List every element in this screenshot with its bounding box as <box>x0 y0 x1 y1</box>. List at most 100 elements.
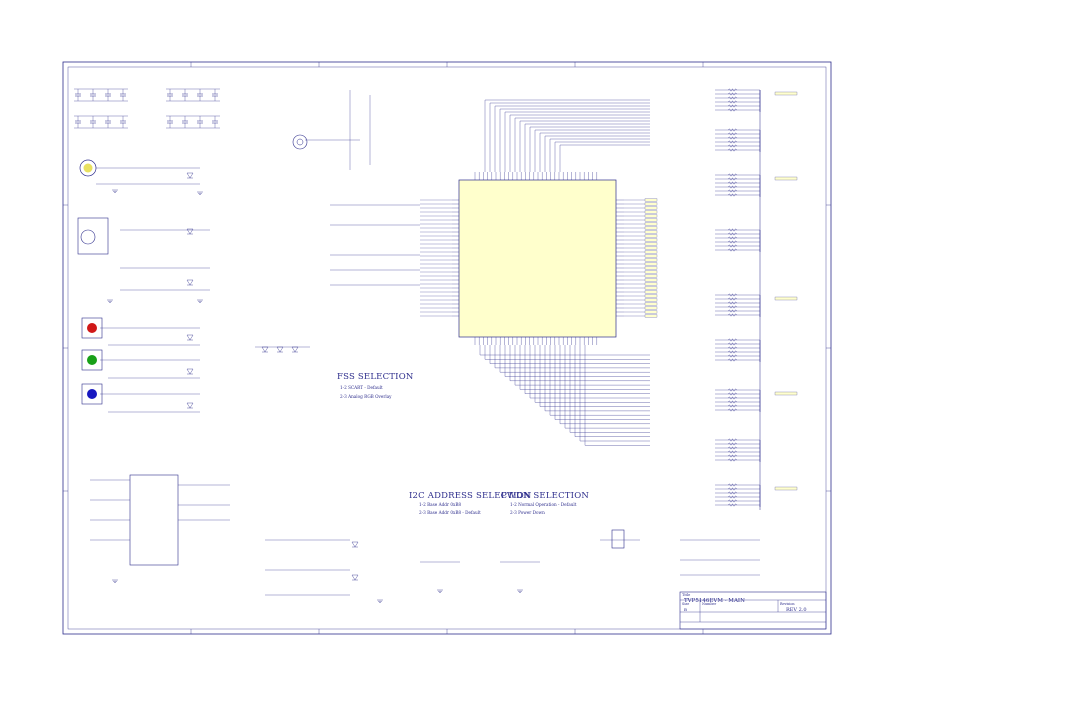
scart-switch-ic <box>129 474 179 566</box>
resistor-symbol <box>727 301 738 305</box>
resistor-symbol <box>727 92 738 96</box>
resistor-symbol <box>727 104 738 108</box>
main-ic <box>458 179 617 338</box>
diode-symbol <box>186 402 194 409</box>
resistor-symbol <box>727 177 738 181</box>
fss-selection-line-2: 2-3 Analog RGB Overlay <box>340 394 392 399</box>
diode-symbol <box>351 541 359 548</box>
bus-wire-bottom <box>549 345 650 416</box>
resistor-symbol <box>727 181 738 185</box>
diode-symbol <box>261 346 269 353</box>
title-block-revision: REV 2.0 <box>786 607 807 613</box>
resistor-symbol <box>727 248 738 252</box>
resistor-symbol <box>727 495 738 499</box>
resistor-symbol <box>727 491 738 495</box>
net-label <box>644 254 658 258</box>
bus-wire-top <box>549 138 650 172</box>
ground-symbol <box>197 299 203 303</box>
zone-markers <box>63 62 831 634</box>
resistor-symbol <box>727 442 738 446</box>
bus-wire-bottom <box>519 345 650 390</box>
rca-connector-yellow <box>79 159 97 177</box>
bus-wire-bottom <box>509 345 650 381</box>
i2c-address-line-2: 2-3 Base Addr 0xB8 - Default <box>419 510 481 515</box>
net-label <box>644 294 658 298</box>
bus-wire-bottom <box>484 345 650 360</box>
resistor-symbol <box>727 309 738 313</box>
rca-connector-blue <box>81 383 103 405</box>
bus-wire-bottom <box>534 345 650 403</box>
resistor-symbol <box>727 450 738 454</box>
bus-wire-bottom <box>544 345 650 412</box>
resistor-symbol <box>727 189 738 193</box>
bus-wire-top <box>559 144 650 172</box>
bus-wire-top <box>494 105 650 172</box>
crystal <box>611 529 625 549</box>
signal-buses <box>420 99 658 446</box>
bus-wire-bottom <box>574 345 650 437</box>
bus-wire-bottom <box>554 345 650 420</box>
bus-wire-top <box>539 132 650 172</box>
diode-symbol <box>291 346 299 353</box>
resistor-symbol <box>727 297 738 301</box>
net-label <box>774 176 798 181</box>
bus-wire-top <box>544 135 650 172</box>
net-label <box>644 198 658 202</box>
net-label <box>644 286 658 290</box>
resistor-symbol <box>727 185 738 189</box>
resistor-symbol <box>727 140 738 144</box>
resistor-symbol <box>727 228 738 232</box>
resistor-symbol <box>727 354 738 358</box>
net-label <box>644 266 658 270</box>
net-label <box>644 222 658 226</box>
pwdn-selection-line-1: 1-2 Normal Operation - Default <box>510 502 577 507</box>
diode-symbol <box>351 574 359 581</box>
bus-wire-top <box>509 114 650 172</box>
resistor-symbol <box>727 144 738 148</box>
resistor-symbol <box>727 136 738 140</box>
resistor-symbol <box>727 338 738 342</box>
net-label <box>644 202 658 206</box>
net-label <box>774 296 798 301</box>
resistor-symbol <box>727 148 738 152</box>
net-label <box>644 226 658 230</box>
bus-wire-top <box>519 120 650 172</box>
resistor-symbol <box>727 408 738 412</box>
net-label <box>644 234 658 238</box>
resistor-symbol <box>727 438 738 442</box>
diode-symbol <box>186 334 194 341</box>
bus-wire-bottom <box>489 345 650 364</box>
title-block-size: B <box>684 607 687 612</box>
net-label <box>644 250 658 254</box>
net-label <box>644 210 658 214</box>
net-label <box>774 486 798 491</box>
resistor-symbol <box>727 454 738 458</box>
net-label <box>644 282 658 286</box>
bus-wire-bottom <box>514 345 650 386</box>
resistor-symbol <box>727 173 738 177</box>
bus-wire-bottom <box>479 345 650 356</box>
resistor-symbol <box>727 128 738 132</box>
resistor-symbol <box>727 503 738 507</box>
resistor-networks <box>715 88 798 510</box>
ground-symbol <box>197 191 203 195</box>
bus-wire-top <box>499 108 650 172</box>
resistor-symbol <box>727 358 738 362</box>
net-label <box>644 242 658 246</box>
title-block <box>679 591 827 630</box>
resistor-symbol <box>727 487 738 491</box>
bus-wire-top <box>529 126 650 172</box>
bus-wire-bottom <box>524 345 650 394</box>
resistor-symbol <box>727 342 738 346</box>
title-block-revision-label: Revision <box>780 602 795 606</box>
capacitor-banks <box>74 88 220 129</box>
resistor-symbol <box>727 388 738 392</box>
resistor-symbol <box>727 396 738 400</box>
bus-wire-top <box>554 141 650 172</box>
ground-symbol <box>377 599 383 603</box>
ground-symbol <box>112 189 118 193</box>
pwdn-selection-line-2: 2-3 Power Down <box>510 510 545 515</box>
bus-wire-bottom <box>529 345 650 399</box>
resistor-symbol <box>727 400 738 404</box>
